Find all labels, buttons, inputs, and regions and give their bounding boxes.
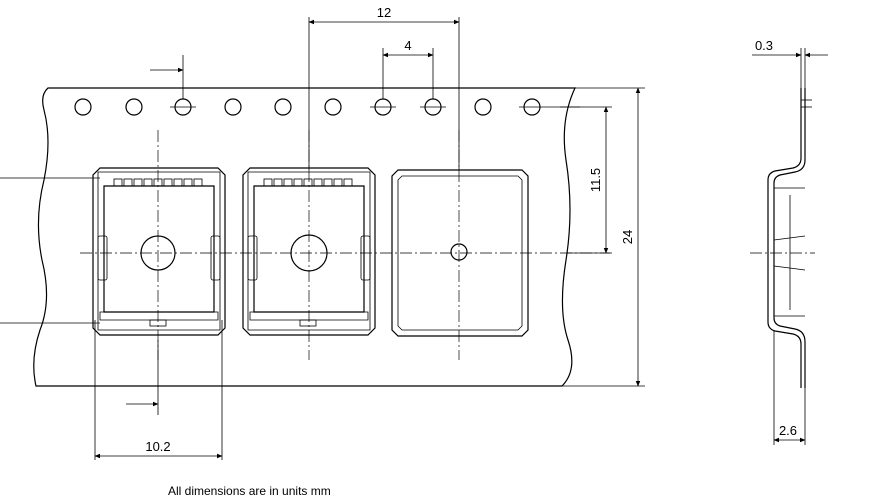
- dim-label-thickness: 0.3: [755, 38, 773, 53]
- dim-label-hole-to-center: 11.5: [588, 168, 603, 192]
- dim-label-hole-pitch: 4: [404, 38, 411, 53]
- dim-label-pocket-width: 10.2: [145, 439, 170, 454]
- sprocket-holes: [74, 98, 541, 116]
- dim-label-pitch: 12: [377, 5, 391, 20]
- units-note: All dimensions are in units mm: [168, 484, 331, 495]
- dim-label-tape-width: 24: [620, 230, 635, 244]
- carrier-tape-outline: [33, 87, 576, 387]
- side-view: [750, 88, 815, 388]
- dim-pocket-depth: [773, 331, 806, 445]
- dim-label-pocket-depth: 2.6: [779, 423, 797, 438]
- extension-lines: [0, 17, 645, 460]
- pocket-1: [92, 167, 226, 336]
- center-lines: [80, 130, 610, 360]
- dim-thickness: [752, 48, 828, 88]
